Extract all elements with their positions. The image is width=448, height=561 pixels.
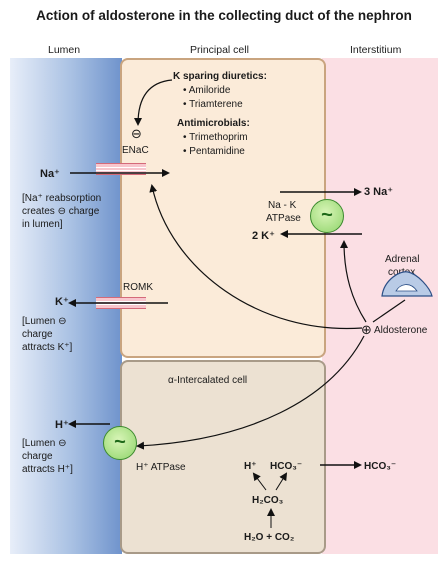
h2o-co2-label: H₂O + CO₂	[244, 532, 295, 543]
alpha-intercalated-cell	[120, 360, 326, 554]
na-ion-label: Na⁺	[40, 168, 60, 180]
h-small-label: H⁺	[244, 461, 257, 472]
drug-list-item: • Trimethoprim	[183, 132, 248, 143]
na-k-atpase-label: ATPase	[266, 213, 301, 224]
principal-cell	[120, 58, 326, 358]
enac-label: ENaC	[122, 145, 149, 156]
na-note-line: [Na⁺ reabsorption	[22, 193, 102, 204]
aldosterone-enac-arrow	[149, 184, 363, 330]
interstitium-heading: Interstitium	[350, 44, 402, 56]
h-note-line: attracts H⁺]	[22, 464, 73, 475]
hco3-label: HCO₃⁻	[270, 461, 303, 472]
k-note-line: [Lumen ⊖	[22, 316, 67, 327]
aldosterone-plus-icon: ⊕	[361, 322, 372, 337]
aldosterone-label: Aldosterone	[374, 325, 428, 336]
na-note-line: creates ⊖ charge	[22, 206, 100, 217]
adrenal-label: Adrenal	[385, 254, 420, 265]
adrenal-aldosterone-line	[372, 299, 406, 323]
k-note-line: attracts K⁺]	[22, 342, 73, 353]
diagram-title: Action of aldosterone in the collecting …	[36, 8, 412, 23]
lumen-heading: Lumen	[48, 44, 81, 56]
na-k-atpase-label: Na - K	[268, 200, 297, 211]
hco3-out-label: HCO₃⁻	[364, 461, 397, 472]
two-k-label: 2 K⁺	[252, 230, 275, 242]
enac-inhibition-minus-icon: ⊖	[131, 126, 142, 141]
antimicrobials-heading: Antimicrobials:	[177, 118, 250, 129]
k-ion-label: K⁺	[55, 296, 69, 308]
alpha-cell-label: α-Intercalated cell	[168, 375, 248, 386]
three-na-label: 3 Na⁺	[364, 186, 394, 198]
h-atpase-label: H⁺ ATPase	[136, 462, 186, 473]
interstitium-region	[322, 58, 438, 554]
aldosterone-h-atpase-arrow	[136, 335, 365, 450]
na-note-line: in lumen]	[22, 219, 63, 230]
enac-channel	[96, 163, 146, 175]
k-note-line: charge	[22, 329, 53, 340]
na-k-atpase-pump-icon: ~	[310, 199, 344, 233]
h2co3-label: H₂CO₃	[252, 495, 284, 506]
principal-heading: Principal cell	[190, 44, 249, 56]
h2co3-to-h-arrow	[252, 472, 267, 491]
romk-label: ROMK	[123, 282, 153, 293]
drug-list-item: • Amiloride	[183, 85, 231, 96]
k-sparing-heading: K sparing diuretics:	[173, 71, 267, 82]
h-note-line: charge	[22, 451, 53, 462]
aldosterone-pump-arrow	[340, 240, 367, 323]
drug-list-item: • Pentamidine	[183, 146, 245, 157]
h-note-line: [Lumen ⊖	[22, 438, 67, 449]
h2co3-to-hco3-arrow	[275, 472, 288, 491]
h-ion-label: H⁺	[55, 419, 69, 431]
drug-inhibition-arrow	[134, 79, 173, 126]
adrenal-cortex-icon	[381, 271, 433, 297]
drug-list-item: • Triamterene	[183, 99, 243, 110]
